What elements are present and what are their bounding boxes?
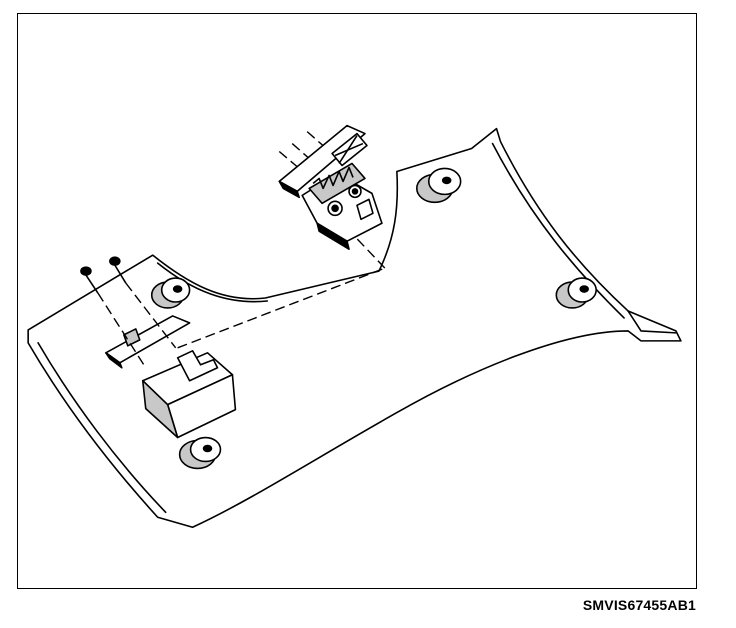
guide-line-bracket (177, 267, 386, 349)
figure-code: SMVIS67455AB1 (582, 597, 696, 613)
boss-lower (178, 436, 222, 470)
panel-lip-right (491, 142, 625, 319)
guide-line-fastener-3 (306, 131, 333, 155)
boss-right (555, 277, 597, 309)
guide-line-fastener-1 (278, 150, 306, 174)
boss-upper-right (415, 167, 462, 204)
panel-lip-lower (37, 342, 167, 514)
panel-lip-tail (627, 310, 677, 334)
fastener-icon (278, 124, 368, 199)
panel-top-edge (156, 262, 269, 303)
trim-panel-outline (27, 127, 682, 529)
bracket-block (141, 350, 237, 439)
screw-icon (80, 266, 99, 294)
screw-icon (109, 256, 127, 284)
guide-line-fastener-2 (291, 143, 318, 166)
boss-left-upper (150, 277, 191, 309)
guide-line-screw-2 (125, 282, 177, 349)
clip-icon (301, 162, 383, 250)
trim-panel-diagram (27, 124, 682, 529)
retainer-plate-left (105, 315, 191, 369)
diagram-frame (17, 13, 697, 589)
